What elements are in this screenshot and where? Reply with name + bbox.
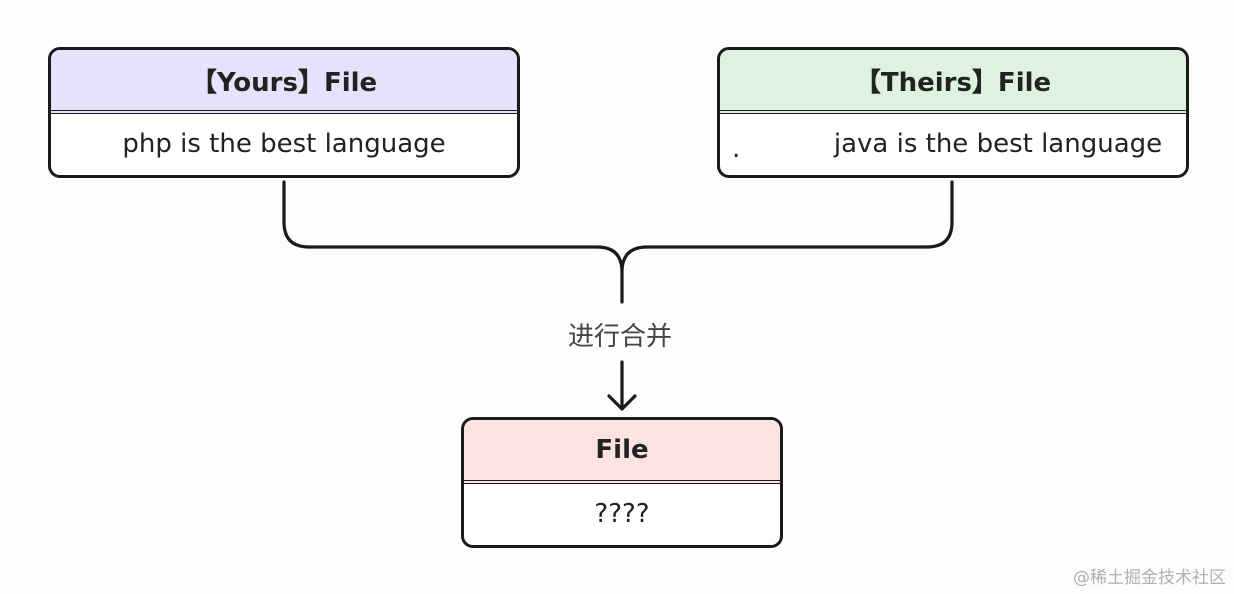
yours-file-content: php is the best language: [122, 129, 446, 159]
result-file-content: ????: [594, 499, 650, 529]
result-file-box: File ????: [461, 417, 783, 548]
yours-file-box: 【Yours】File php is the best language: [48, 47, 520, 178]
merge-label: 进行合并: [540, 312, 700, 357]
brace-connector: [282, 180, 954, 304]
arrow-head: [607, 394, 637, 411]
theirs-file-body: . java is the best language: [720, 114, 1186, 174]
theirs-file-box: 【Theirs】File . java is the best language: [717, 47, 1189, 178]
result-file-header: File: [464, 420, 780, 484]
theirs-file-header: 【Theirs】File: [720, 50, 1186, 114]
theirs-file-content: java is the best language: [833, 129, 1163, 159]
theirs-line-marker: .: [732, 134, 741, 164]
watermark: @稀土掘金技术社区: [1073, 568, 1226, 588]
yours-file-header: 【Yours】File: [51, 50, 517, 114]
